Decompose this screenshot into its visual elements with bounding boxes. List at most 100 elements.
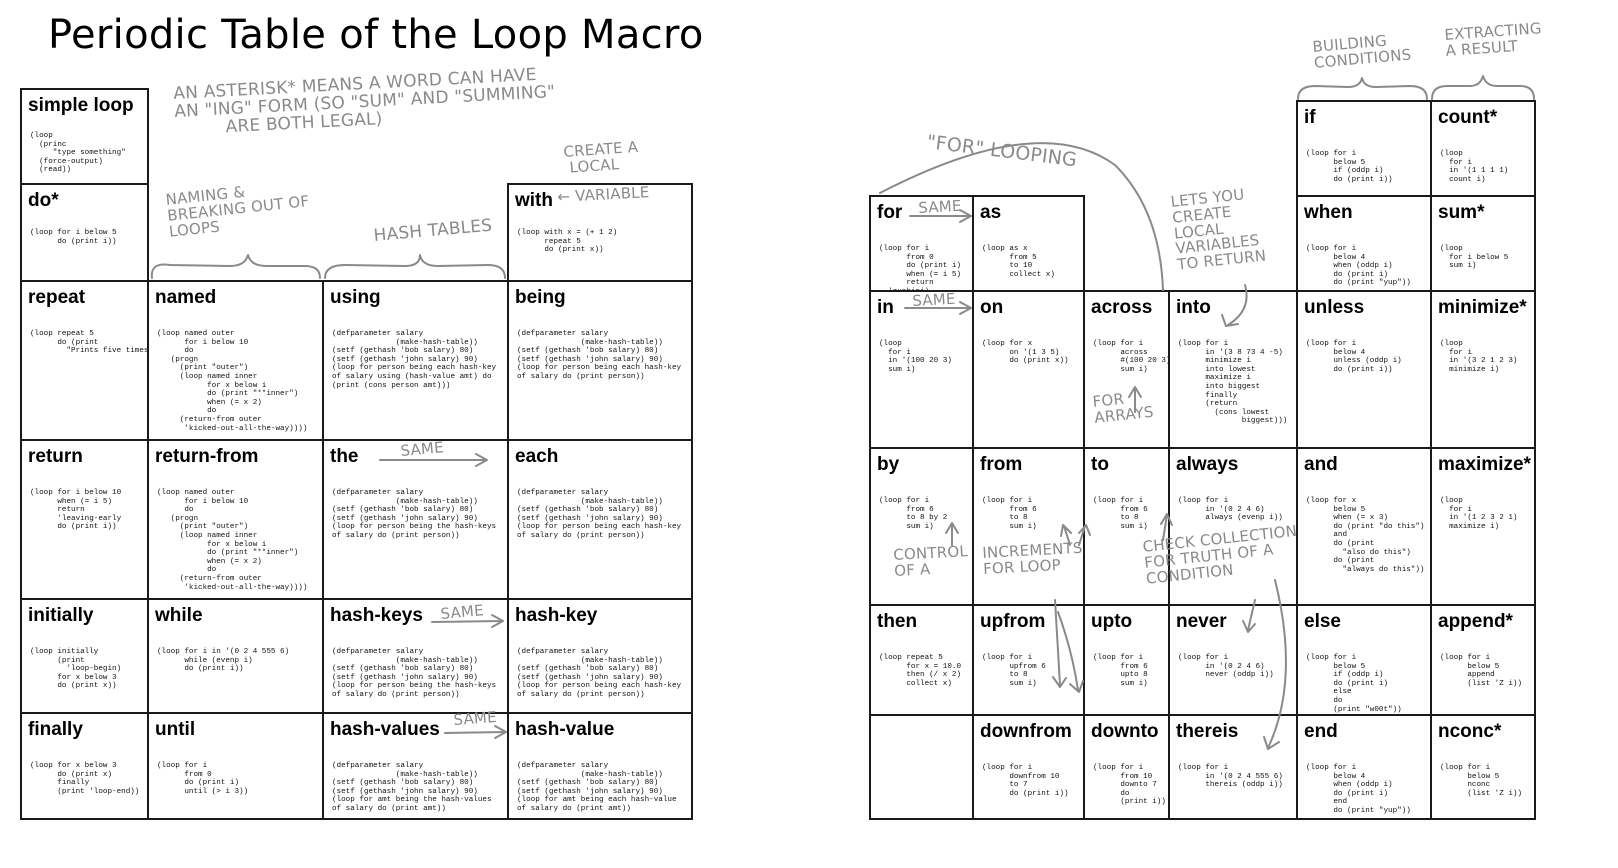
- code-example: (loop for i below 5 if (oddp i) do (prin…: [1306, 654, 1402, 714]
- empty-cell: [1083, 195, 1169, 292]
- keyword-label: maximize*: [1438, 454, 1531, 475]
- cell-nconc: nconc*(loop for i below 5 nconc (list 'Z…: [1430, 714, 1536, 820]
- cell-finally: finally(loop for x below 3 do (print x) …: [20, 712, 149, 820]
- code-example: (loop for i from 6 upto 8 sum i): [1093, 654, 1148, 688]
- keyword-label: hash-key: [515, 605, 598, 626]
- code-example: (loop for i in '(0 2 4 6) never (oddp i)…: [1178, 654, 1274, 680]
- keyword-label: append*: [1438, 611, 1513, 632]
- keyword-label: named: [155, 287, 217, 308]
- code-example: (loop as x from 5 to 10 collect x): [982, 245, 1055, 279]
- code-example: (defparameter salary (make-hash-table)) …: [517, 648, 682, 699]
- cell-into: into (loop for i in '(3 8 73 4 -5) minimi…: [1168, 290, 1298, 449]
- code-example: (defparameter salary (make-hash-table)) …: [517, 762, 677, 813]
- keyword-label: in: [877, 297, 894, 318]
- page-title: Periodic Table of the Loop Macro: [48, 12, 704, 58]
- keyword-label: as: [980, 202, 1002, 223]
- cell-thereis: thereis(loop for i in '(0 2 4 555 6) the…: [1168, 714, 1298, 820]
- cell-hash-value: hash-value (defparameter salary (make-has…: [507, 712, 693, 820]
- code-example: (defparameter salary (make-hash-table)) …: [332, 330, 497, 390]
- cell-initially: initially(loop initially (print 'loop-be…: [20, 598, 149, 714]
- code-example: (defparameter salary (make-hash-table)) …: [332, 489, 497, 540]
- code-example: (loop for i from 6 to 8 sum i): [982, 497, 1037, 531]
- cell-repeat: repeat (loop repeat 5 do (print "Prints f…: [20, 280, 149, 441]
- note-same-hash-values: SAME: [452, 707, 498, 729]
- keyword-label: for: [877, 202, 903, 223]
- cell-upto: upto (loop for i from 6 upto 8 sum i): [1083, 604, 1170, 716]
- code-example: (defparameter salary (make-hash-table)) …: [332, 648, 497, 699]
- keyword-label: nconc*: [1438, 721, 1502, 742]
- note-asterisk: AN ASTERISK* MEANS A WORD CAN HAVE AN "I…: [172, 64, 556, 140]
- cell-hash-key: hash-key (defparameter salary (make-hash-…: [507, 598, 693, 714]
- code-example: (defparameter salary (make-hash-table)) …: [517, 330, 682, 381]
- code-example: (loop for i in '(3 2 1 2 3) minimize i): [1440, 340, 1518, 374]
- code-example: (loop for i below 10 when (= i 5) return…: [30, 489, 122, 532]
- keyword-label: minimize*: [1438, 297, 1527, 318]
- cell-then: then(loop repeat 5 for x = 10.0 then (/ …: [869, 604, 974, 716]
- cell-to: to(loop for i from 6 to 8 sum i): [1083, 447, 1170, 606]
- note-naming: NAMING & BREAKING OUT OF LOOPS: [164, 182, 311, 241]
- keyword-label: simple loop: [28, 95, 134, 116]
- keyword-label: repeat: [28, 287, 86, 308]
- code-example: (loop repeat 5 do (print "Prints five ti…: [30, 330, 147, 356]
- keyword-label: while: [155, 605, 203, 626]
- code-example: (loop for i in '(100 20 3) sum i): [879, 340, 952, 374]
- note-extracting: EXTRACTING A RESULT: [1443, 19, 1543, 60]
- cell-as: as (loop as x from 5 to 10 collect x): [972, 195, 1085, 292]
- brace-extracting: [1431, 75, 1535, 100]
- code-example: (loop for i in '(3 8 73 4 -5) minimize i…: [1178, 340, 1288, 426]
- keyword-label: to: [1091, 454, 1109, 475]
- code-example: (loop for i from 10 downto 7 do (print i…: [1093, 764, 1166, 807]
- keyword-label: if: [1304, 107, 1316, 128]
- code-example: (loop named outer for i below 10 do (pro…: [157, 489, 308, 592]
- cell-unless: unless(loop for i below 4 unless (oddp i…: [1296, 290, 1432, 449]
- cell-on: on (loop for x on '(1 3 5) do (print x)): [972, 290, 1085, 449]
- keyword-label: never: [1176, 611, 1227, 632]
- cell-each: each (defparameter salary (make-hash-tabl…: [507, 439, 693, 600]
- cell-downfrom: downfrom(loop for i downfrom 10 to 7 do …: [972, 714, 1085, 820]
- code-example: (defparameter salary (make-hash-table)) …: [517, 489, 682, 540]
- keyword-label: initially: [28, 605, 94, 626]
- keyword-label: by: [877, 454, 900, 475]
- note-increments: INCREMENTS FOR LOOP: [981, 538, 1084, 578]
- note-building: BUILDING CONDITIONS: [1311, 31, 1413, 72]
- keyword-label: upto: [1091, 611, 1133, 632]
- keyword-label: on: [980, 297, 1004, 318]
- keyword-label: until: [155, 719, 196, 740]
- keyword-label: the: [330, 446, 359, 467]
- cell-simple-loop: simple loop(loop (princ "type something"…: [20, 88, 149, 185]
- cell-never: never (loop for i in '(0 2 4 6) never (od…: [1168, 604, 1298, 716]
- empty-cell: [869, 714, 974, 820]
- cell-return: return(loop for i below 10 when (= i 5) …: [20, 439, 149, 600]
- cell-being: being(defparameter salary (make-hash-tab…: [507, 280, 693, 441]
- cell-in: in (loop for i in '(100 20 3) sum i): [869, 290, 974, 449]
- keyword-label: hash-value: [515, 719, 615, 740]
- keyword-label: then: [877, 611, 918, 632]
- keyword-label: into: [1176, 297, 1211, 318]
- code-example: (loop with x = (+ 1 2) repeat 5 do (prin…: [517, 229, 618, 255]
- code-example: (loop for x on '(1 3 5) do (print x)): [982, 340, 1069, 366]
- cell-hash-keys: hash-keys(defparameter salary (make-hash…: [322, 598, 509, 714]
- note-hash-tables: HASH TABLES: [372, 215, 494, 246]
- keyword-label: upfrom: [980, 611, 1046, 632]
- cell-while: while(loop for i in '(0 2 4 555 6) while…: [147, 598, 324, 714]
- keyword-label: count*: [1438, 107, 1498, 128]
- code-example: (loop for i below 5 if (oddp i) do (prin…: [1306, 150, 1393, 184]
- cell-else: else(loop for i below 5 if (oddp i) do (…: [1296, 604, 1432, 716]
- cell-sum: sum*(loop for i below 5 sum i): [1430, 195, 1536, 292]
- code-example: (loop for i in '(0 2 4 6) always (evenp …: [1178, 497, 1283, 523]
- cell-using: using(defparameter salary (make-hash-tab…: [322, 280, 509, 441]
- keyword-label: end: [1304, 721, 1338, 742]
- keyword-label: return-from: [155, 446, 259, 467]
- code-example: (loop for x below 3 do (print x) finally…: [30, 762, 140, 796]
- brace-building: [1297, 77, 1428, 100]
- code-example: (defparameter salary (make-hash-table)) …: [332, 762, 492, 813]
- note-for-arrays: FOR ARRAYS: [1091, 389, 1155, 427]
- cell-and: and(loop for x below 5 when (= x 3) do (…: [1296, 447, 1432, 606]
- cell-return-from: return-from (loop named outer for i below…: [147, 439, 324, 600]
- cell-minimize: minimize* (loop for i in '(3 2 1 2 3) min…: [1430, 290, 1536, 449]
- cell-the: the (defparameter salary (make-hash-table…: [322, 439, 509, 600]
- keyword-label: each: [515, 446, 559, 467]
- cell-maximize: maximize*(loop for i in '(1 2 3 2 1) max…: [1430, 447, 1536, 606]
- keyword-label: and: [1304, 454, 1338, 475]
- code-example: (loop for i below 5 do (print i)): [30, 229, 117, 246]
